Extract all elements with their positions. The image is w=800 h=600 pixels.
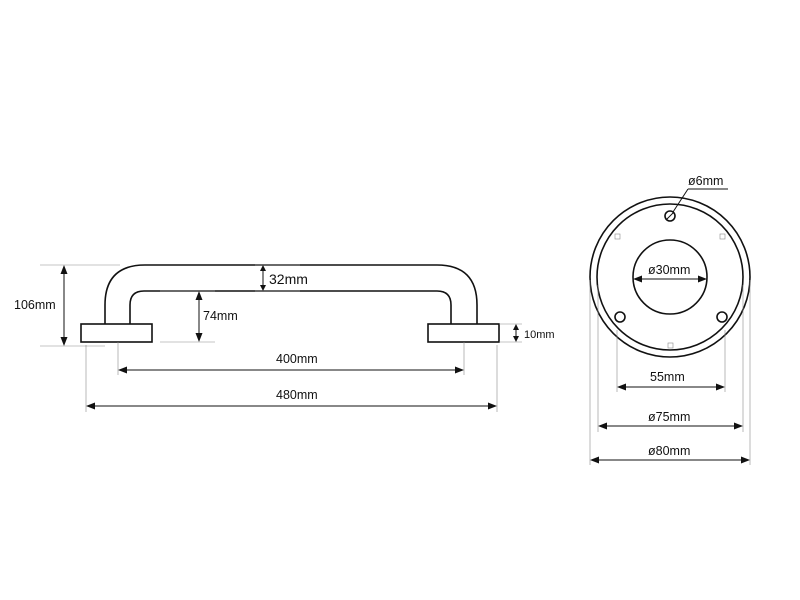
dimension-base-thickness: 10mm — [513, 324, 555, 342]
cover-circle — [596, 203, 744, 351]
dimension-screw-hole: ø6mm — [672, 174, 728, 213]
left-base-plate — [80, 323, 153, 343]
dimension-overall-length: 480mm — [86, 388, 497, 410]
cover-diameter-label: ø75mm — [648, 410, 690, 424]
dimension-hole-spacing: 55mm — [617, 370, 725, 391]
dimension-cover-diameter: ø75mm — [598, 410, 743, 430]
tube-diameter-label: 32mm — [269, 271, 308, 287]
overall-length-label: 480mm — [276, 388, 318, 402]
right-base-plate — [427, 323, 500, 343]
dimension-tube-diameter: 32mm — [260, 265, 308, 291]
center-distance-label: 400mm — [276, 352, 318, 366]
flange-outer-circle — [589, 196, 751, 358]
flange-front-view — [589, 196, 751, 465]
screw-hole-label: ø6mm — [688, 174, 723, 188]
dimension-overall-height: 106mm — [14, 265, 68, 346]
dimension-center-distance: 400mm — [118, 352, 464, 374]
dimension-flange-diameter: ø80mm — [590, 444, 750, 464]
hole-spacing-label: 55mm — [650, 370, 685, 384]
overall-height-label: 106mm — [14, 298, 56, 312]
screw-hole-top — [664, 210, 676, 222]
screw-hole-left — [614, 311, 626, 323]
flange-diameter-label: ø80mm — [648, 444, 690, 458]
base-thickness-label: 10mm — [524, 329, 555, 341]
tube-bore-label: ø30mm — [648, 263, 690, 277]
grab-bar-side-view — [40, 264, 522, 412]
bar-inner-contour — [129, 290, 452, 324]
dimension-tube-bore: ø30mm — [633, 263, 707, 283]
tube-bore-circle — [632, 239, 708, 315]
dimension-inner-height: 74mm — [195, 291, 238, 342]
screw-hole-right — [716, 311, 728, 323]
inner-height-label: 74mm — [203, 309, 238, 323]
